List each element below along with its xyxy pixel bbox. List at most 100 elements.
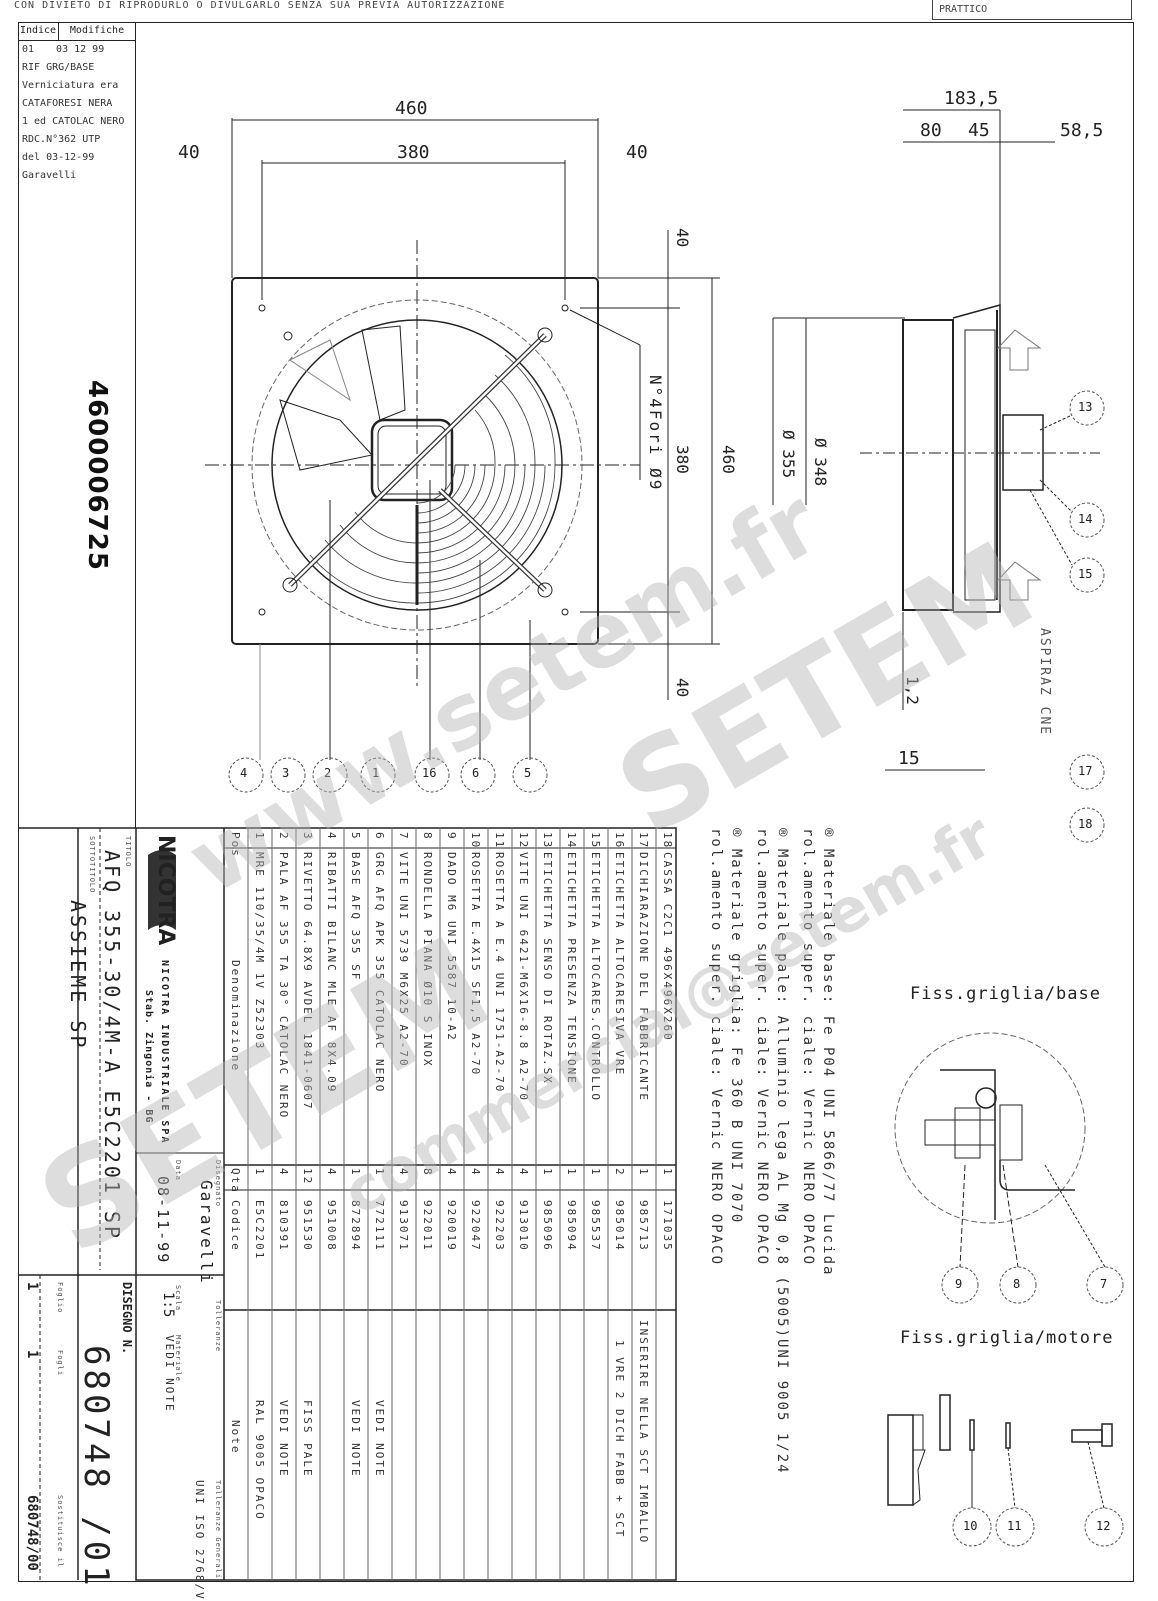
row-qty: 4 <box>325 1168 338 1177</box>
row-qty: 4 <box>277 1168 290 1177</box>
dim-margin-top: 40 <box>673 228 692 248</box>
company-plant: Stab. Zingonia - BG <box>143 990 154 1124</box>
row-qty: 1 <box>253 1168 266 1177</box>
row-notes: VEDI NOTE <box>277 1400 290 1478</box>
sheets-value: 1 <box>24 1350 40 1359</box>
detail-motor-title: Fiss.griglia/motore <box>900 1328 1114 1348</box>
mod-entry: 01 03 12 99 <box>18 41 135 59</box>
dim-overall-width: 460 <box>395 98 428 119</box>
row-notes: FISS PALE <box>301 1400 314 1478</box>
dim-vertical-overall: 460 <box>719 445 738 474</box>
title-label: TITOLO <box>124 836 132 868</box>
header-box-label: PRATTICO <box>932 0 1132 20</box>
row-desc: ROSETTA E.4X15 SF1,5 A2-70 <box>469 852 482 1077</box>
material-note: ® Materiale pale: Alluminio lega AL Mg 0… <box>774 828 790 1475</box>
dim-hole-spacing: 380 <box>397 142 430 163</box>
row-code: 772111 <box>373 1200 386 1252</box>
balloon-8: 8 <box>1013 1277 1021 1291</box>
mod-date: 03 12 99 <box>56 44 105 55</box>
company-name: NICOTRA INDUSTRIALE SPA <box>159 960 170 1145</box>
row-pos: 7 <box>397 832 410 841</box>
row-code: 913010 <box>517 1200 530 1252</box>
row-desc: DICHIARAZIONE DEL FABBRICANTE <box>637 852 650 1103</box>
balloon-4: 4 <box>240 766 248 780</box>
balloon-16: 16 <box>422 766 437 780</box>
dim-margin-right: 40 <box>626 142 648 163</box>
row-notes: RAL 9005 OPACO <box>253 1400 266 1521</box>
date-label: Data <box>174 1160 182 1181</box>
row-code: 810391 <box>277 1200 290 1252</box>
sheet-label: Foglio <box>56 1282 64 1314</box>
row-code: 872894 <box>349 1200 362 1252</box>
row-pos: 3 <box>301 832 314 841</box>
drawing-title: AFQ 355-30/4M-A E5C2201 SP <box>100 850 124 1242</box>
row-desc: MRE 110/35/4M 1V Z52303 <box>253 852 266 1051</box>
row-desc: ETICHETTA ALTOCARESIVA VRE <box>613 852 626 1077</box>
row-desc: ROSETTA A E.4 UNI 1751-A2-70 <box>493 852 506 1094</box>
row-pos: 5 <box>349 832 362 841</box>
balloon-18: 18 <box>1078 817 1093 831</box>
balloon-11: 11 <box>1007 1519 1022 1533</box>
airflow-label: ASPIRAZ CNE <box>1037 628 1052 737</box>
bom-header-qty: Qta <box>229 1168 242 1194</box>
row-pos: 17 <box>637 832 650 850</box>
balloon-14: 14 <box>1078 512 1093 526</box>
balloon-5: 5 <box>524 766 532 780</box>
material-value: VEDI NOTE <box>163 1335 176 1413</box>
material-note: rol.amento super. ciale: Vernic NERO OPA… <box>800 828 816 1267</box>
dim-c: 58,5 <box>1060 120 1104 141</box>
row-pos: 10 <box>469 832 482 850</box>
row-desc: DADO M6 UNI 5587 10-A2 <box>445 852 458 1042</box>
mod-line: RDC.N°362 UTP <box>22 134 101 145</box>
row-code: 920019 <box>445 1200 458 1252</box>
row-qty: 2 <box>613 1168 626 1177</box>
drawing-subtitle: ASSIEME SP <box>66 900 90 1051</box>
row-pos: 8 <box>421 832 434 841</box>
row-pos: 2 <box>277 832 290 841</box>
balloon-1: 1 <box>372 766 380 780</box>
mod-index-header: Indice <box>18 22 59 40</box>
detail-base-title: Fiss.griglia/base <box>910 984 1101 1004</box>
row-desc: GRG AFQ APK 355 CATOLAC NERO <box>373 852 386 1094</box>
row-qty: 1 <box>637 1168 650 1177</box>
row-code: 922047 <box>469 1200 482 1252</box>
row-code: 913071 <box>397 1200 410 1252</box>
row-desc: RIBATTI BILANC MLE AF 8X4.09 <box>325 852 338 1094</box>
row-desc: VITE UNI 6421-M6X16-8.8 A2-70 <box>517 852 530 1103</box>
dim-b: 45 <box>968 120 990 141</box>
bom-header-desc: Denominazione <box>229 960 242 1073</box>
dim-vertical-inner: 380 <box>673 445 692 474</box>
row-qty: 1 <box>661 1168 674 1177</box>
row-code: 171035 <box>661 1200 674 1252</box>
mod-description-header: Modifiche <box>69 25 125 36</box>
row-qty: 4 <box>469 1168 482 1177</box>
dim-depth: 183,5 <box>944 88 999 109</box>
sheet-value: 1 <box>24 1282 40 1291</box>
row-qty: 1 <box>565 1168 578 1177</box>
diameter-outer: Ø 355 <box>779 430 798 479</box>
row-qty: 4 <box>397 1168 410 1177</box>
drawn-by: Garavelli <box>197 1180 216 1285</box>
row-pos: 18 <box>661 832 674 850</box>
surface-label: Tolleranze <box>214 1300 222 1353</box>
bom-header-code: Codice <box>229 1200 242 1252</box>
balloon-6: 6 <box>472 766 480 780</box>
dim-margin-bottom: 40 <box>673 678 692 698</box>
scale-value: 1:5 <box>160 1292 176 1318</box>
row-desc: CASSA C2C1 496X496X260 <box>661 852 674 1042</box>
row-desc: ETICHETTA PRESENZA TENSIONE <box>565 852 578 1085</box>
row-desc: ETICHETTA SENSO DI ROTAZ.SX <box>541 852 554 1085</box>
replaces-value: 680748/00 <box>24 1495 40 1571</box>
material-note: rol.amento super. ciale: Vernic NERO OPA… <box>754 828 770 1267</box>
holes-note: N°4Fori Ø9 <box>646 375 665 492</box>
mod-line: Garavelli <box>22 170 77 181</box>
row-pos: 12 <box>517 832 530 850</box>
dim-margin-left: 40 <box>178 142 200 163</box>
row-pos: 15 <box>589 832 602 850</box>
mod-line: RIF GRG/BASE <box>22 62 95 73</box>
balloon-10: 10 <box>963 1519 978 1533</box>
mod-line: 1 ed CATOLAC NERO <box>22 116 125 127</box>
balloon-3: 3 <box>282 766 290 780</box>
row-desc: RIVETTO 64.8X9 AVDEL 1841-0607 <box>301 852 314 1111</box>
